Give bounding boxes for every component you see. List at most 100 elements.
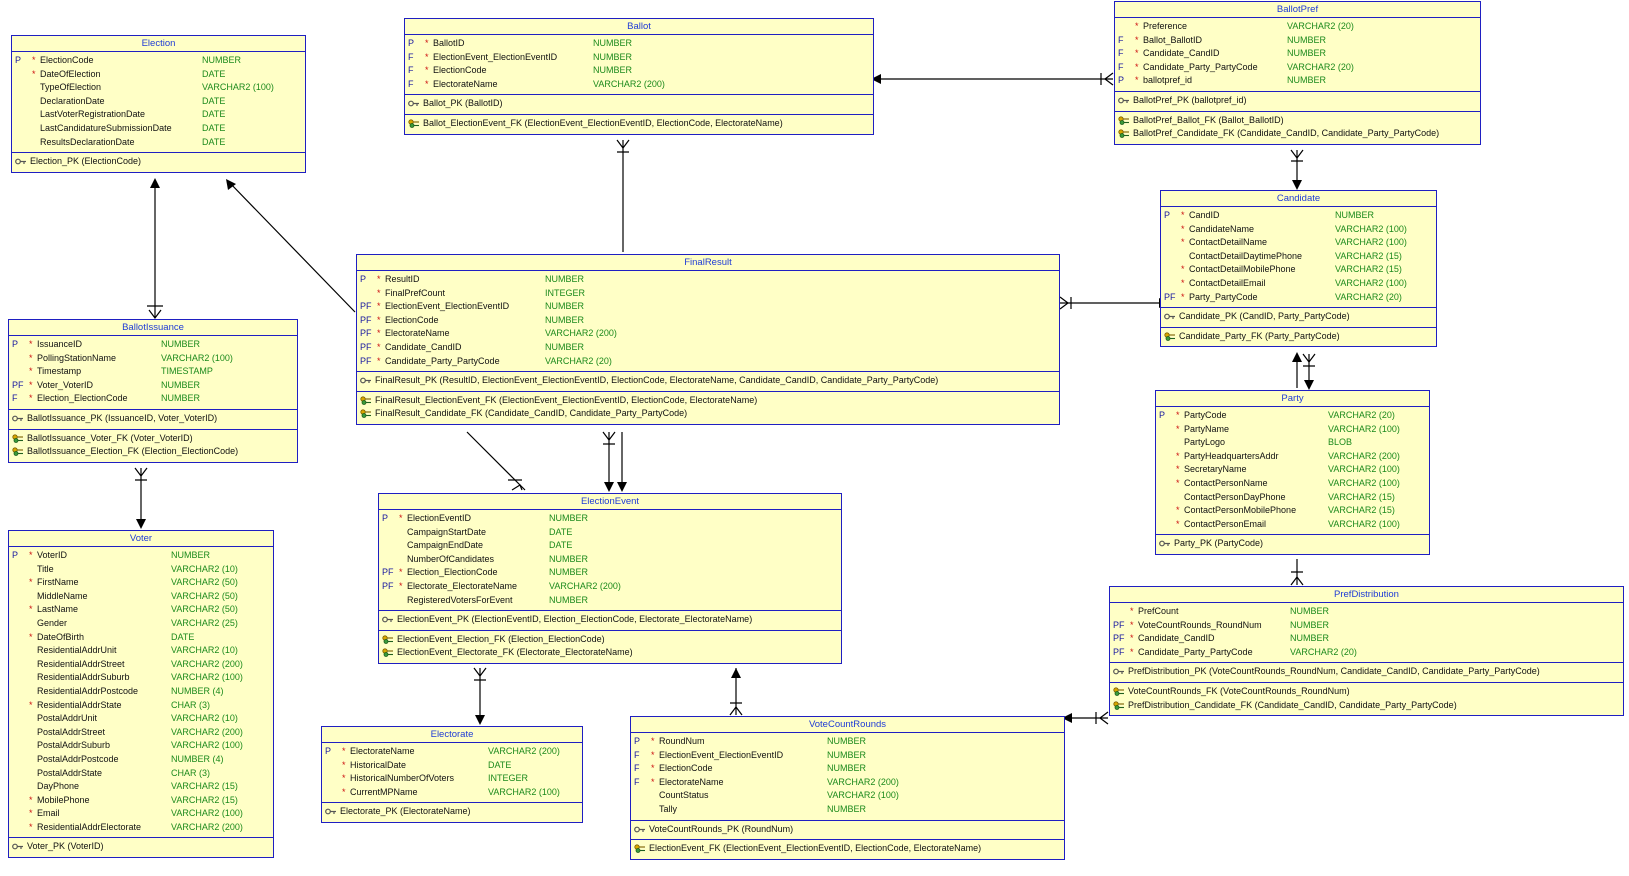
primary-key-row[interactable]: VoteCountRounds_PK (RoundNum) xyxy=(631,823,1064,837)
primary-key-row[interactable]: Ballot_PK (BallotID) xyxy=(405,97,873,111)
foreign-key-row[interactable]: VoteCountRounds_FK (VoteCountRounds_Roun… xyxy=(1110,685,1623,699)
foreign-key-row[interactable]: BallotIssuance_Voter_FK (Voter_VoterID) xyxy=(9,432,297,446)
foreign-key-row[interactable]: ElectionEvent_FK (ElectionEvent_Election… xyxy=(631,842,1064,856)
primary-key-row[interactable]: Election_PK (ElectionCode) xyxy=(12,155,305,169)
foreign-key-row[interactable]: Candidate_Party_FK (Party_PartyCode) xyxy=(1161,330,1436,344)
primary-key-row[interactable]: Party_PK (PartyCode) xyxy=(1156,537,1429,551)
primary-key-row[interactable]: ElectionEvent_PK (ElectionEventID, Elect… xyxy=(379,613,841,627)
foreign-key-row[interactable]: BallotPref_Ballot_FK (Ballot_BallotID) xyxy=(1115,114,1480,128)
primary-key-row[interactable]: BallotIssuance_PK (IssuanceID, Voter_Vot… xyxy=(9,412,297,426)
foreign-key-row[interactable]: ElectionEvent_Electorate_FK (Electorate_… xyxy=(379,646,841,660)
foreign-key-row[interactable]: BallotIssuance_Election_FK (Election_Ele… xyxy=(9,445,297,459)
foreign-key-row[interactable]: Ballot_ElectionEvent_FK (ElectionEvent_E… xyxy=(405,117,873,131)
foreign-key-row[interactable]: BallotPref_Candidate_FK (Candidate_CandI… xyxy=(1115,127,1480,141)
primary-key-row[interactable]: PrefDistribution_PK (VoteCountRounds_Rou… xyxy=(1110,665,1623,679)
foreign-key-row[interactable]: FinalResult_Candidate_FK (Candidate_Cand… xyxy=(357,407,1059,421)
primary-key-row[interactable]: Voter_PK (VoterID) xyxy=(9,840,273,854)
primary-key-row[interactable]: FinalResult_PK (ResultID, ElectionEvent_… xyxy=(357,374,1059,388)
primary-key-row[interactable]: BallotPref_PK (ballotpref_id) xyxy=(1115,94,1480,108)
primary-key-row[interactable]: Electorate_PK (ElectorateName) xyxy=(322,805,582,819)
primary-key-row[interactable]: Candidate_PK (CandID, Party_PartyCode) xyxy=(1161,310,1436,324)
foreign-key-row[interactable]: ElectionEvent_Election_FK (Election_Elec… xyxy=(379,633,841,647)
